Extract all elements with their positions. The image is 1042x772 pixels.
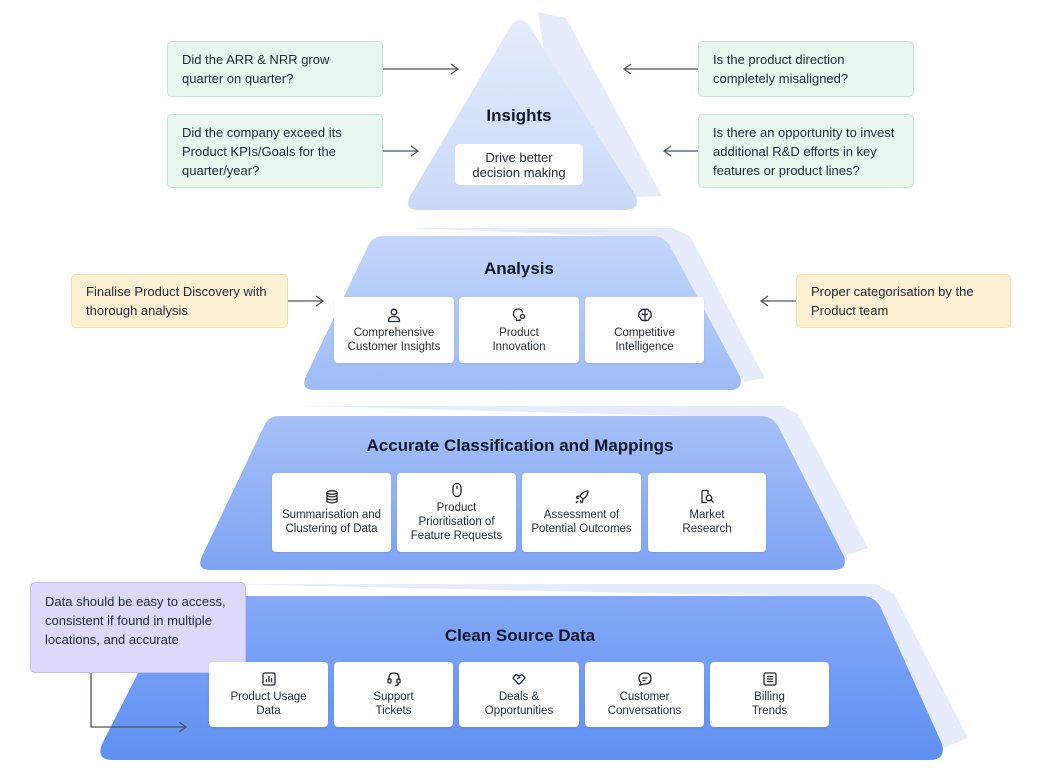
callout-kpi-goals: Did the company exceed its Product KPIs/… [167,114,383,188]
card-label: Competitive Intelligence [614,326,675,353]
arrow-direction [622,63,698,75]
card-market-research: Market Research [648,473,766,552]
card-label: Assessment of Potential Outcomes [531,509,632,535]
callout-categorisation: Proper categorisation by the Product tea… [796,274,1011,328]
search-flask-icon [701,489,714,504]
card-billing-trends: Billing Trends [710,662,829,727]
arrow-rnd [662,145,698,157]
rocket-icon [575,490,589,504]
card-assessment: Assessment of Potential Outcomes [522,473,641,552]
tier-source-title: Clean Source Data [444,626,596,645]
card-prioritisation: Product Prioritisation of Feature Reques… [397,473,516,552]
callout-discovery-text: Finalise Product Discovery with thorough… [86,284,267,318]
list-icon [762,672,777,686]
arrow-kpi [383,145,420,157]
callout-arr-text: Did the ARR & NRR grow quarter on quarte… [182,52,330,86]
lightbulb-gear-icon [512,307,526,321]
card-label: Summarisation and Clustering of Data [281,509,382,535]
card-label: Support Tickets [373,691,414,717]
tier-classification-title: Accurate Classification and Mappings [366,436,674,455]
connector-arrows [90,63,796,733]
callout-data-access: Data should be easy to access, consisten… [30,582,246,673]
card-label: Comprehensive Customer Insights [347,326,441,353]
card-customer-insights: Comprehensive Customer Insights [334,297,454,363]
chat-icon [637,672,652,686]
callout-rnd-text: Is there an opportunity to invest additi… [713,124,895,178]
card-product-innovation: Product Innovation [459,297,579,363]
arrow-arr [383,63,460,75]
callout-product-discovery: Finalise Product Discovery with thorough… [71,274,288,328]
brain-icon [637,308,652,321]
tier-insights-subtitle: Drive better decision making [455,144,583,185]
callout-arr-growth: Did the ARR & NRR grow quarter on quarte… [167,41,383,97]
card-label: Product Usage Data [230,691,307,717]
callout-categorisation-text: Proper categorisation by the Product tea… [811,284,974,318]
card-summarisation: Summarisation and Clustering of Data [272,473,391,552]
person-icon [387,308,401,322]
card-label: Deals & Opportunities [484,691,554,717]
callout-direction-text: Is the product direction completely misa… [713,52,849,86]
card-label: Product Innovation [492,326,546,353]
card-product-usage: Product Usage Data [209,662,328,727]
card-support-tickets: Support Tickets [334,662,453,727]
card-customer-conversations: Customer Conversations [585,662,704,727]
tier4-shadow [225,584,968,748]
arrow-data-access [90,673,188,733]
card-label: Billing Trends [751,691,788,717]
card-label: Market Research [682,509,732,535]
card-label: Product Prioritisation of Feature Reques… [410,502,503,542]
card-deals: Deals & Opportunities [459,662,579,727]
callout-data-access-text: Data should be easy to access, consisten… [45,594,226,647]
handshake-icon [512,673,526,685]
callout-product-direction: Is the product direction completely misa… [698,41,914,97]
tier-analysis-title: Analysis [484,259,554,278]
callout-rnd-opportunity: Is there an opportunity to invest additi… [698,114,914,188]
arrow-categorisation [759,295,796,307]
headset-icon [386,672,401,687]
arrow-discovery [288,295,325,307]
callout-kpi-text: Did the company exceed its Product KPIs/… [182,124,342,178]
mouse-icon [451,482,462,498]
tier-insights-title: Insights [486,106,552,125]
card-competitive-intelligence: Competitive Intelligence [585,297,704,363]
bar-chart-icon [261,672,276,686]
database-icon [325,490,338,504]
card-label: Customer Conversations [607,691,682,717]
